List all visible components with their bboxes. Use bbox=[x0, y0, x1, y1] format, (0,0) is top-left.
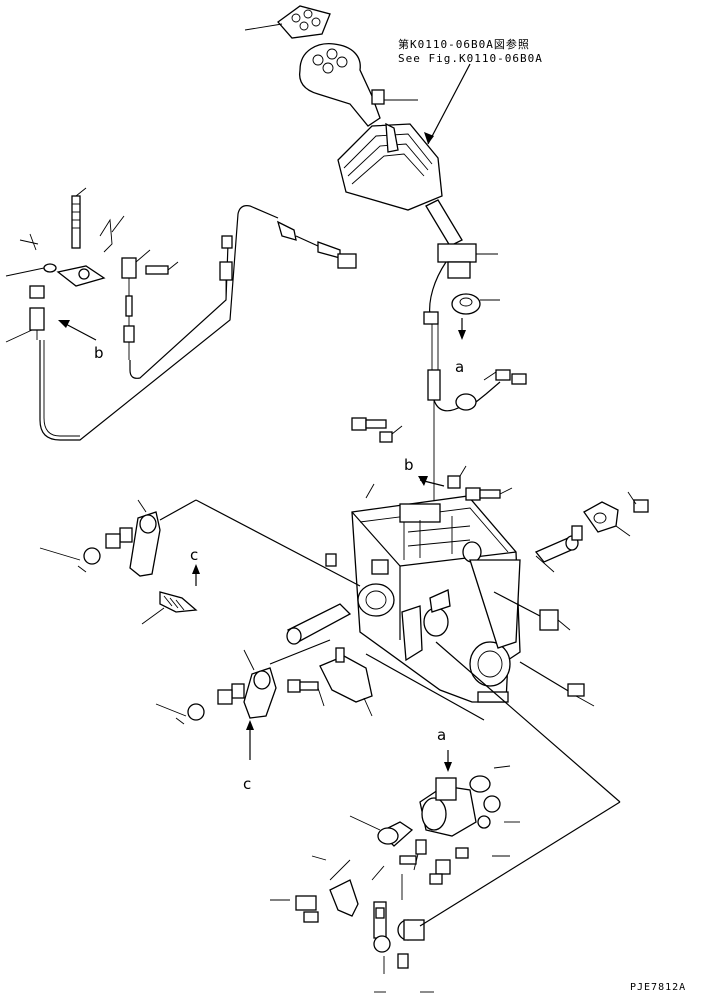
sub-assembly bbox=[270, 641, 621, 993]
cable-end-parts bbox=[5, 187, 179, 360]
lever-grip bbox=[298, 43, 418, 127]
label-a-top: a bbox=[455, 358, 464, 376]
label-a-bottom: a bbox=[437, 726, 446, 744]
block-bolts bbox=[325, 417, 513, 567]
push-rod bbox=[269, 603, 352, 665]
right-side-parts bbox=[493, 491, 649, 707]
reference-note-jp: 第K0110-06B0A図参照 bbox=[398, 38, 530, 51]
label-b-center: b bbox=[404, 456, 414, 474]
lever-arm bbox=[319, 647, 373, 717]
grip-cap bbox=[244, 5, 331, 39]
label-b-left: b bbox=[94, 344, 104, 362]
cable-assembly bbox=[39, 205, 357, 441]
lever-boot bbox=[337, 122, 443, 211]
lever-shaft bbox=[423, 199, 527, 520]
lower-linkage bbox=[155, 649, 325, 760]
reference-note-en: See Fig.K0110-06B0A bbox=[398, 52, 543, 65]
upper-linkage bbox=[39, 499, 361, 625]
drawing-code: PJE7812A bbox=[630, 982, 687, 993]
label-c-right: c bbox=[190, 546, 198, 564]
valve-block bbox=[351, 483, 521, 703]
label-c-left: c bbox=[243, 775, 251, 793]
